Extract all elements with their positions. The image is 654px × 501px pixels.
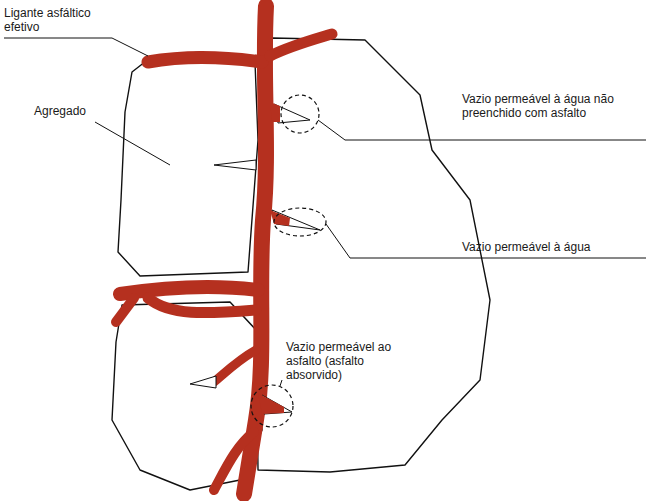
- dashed-highlight: [251, 385, 293, 427]
- part-label: Vazio permeável ao asfalto (asfalto abso…: [286, 340, 418, 382]
- absorbed-asphalt: [258, 393, 284, 414]
- leader-line: [326, 224, 646, 258]
- aggregate-top-left: [118, 52, 258, 276]
- part-label: Ligante asfáltico efetivo: [4, 6, 122, 34]
- part-label: Agregado: [34, 104, 114, 118]
- leader-line: [4, 38, 148, 56]
- asphalt-binder: [116, 6, 332, 494]
- part-label: Vazio permeável à água não preenchido co…: [462, 92, 632, 120]
- leader-line: [95, 122, 170, 165]
- leader-line: [318, 120, 646, 140]
- aggregate-right: [256, 38, 490, 472]
- absorbed-asphalt: [270, 210, 290, 226]
- void-bottom-left: [190, 376, 216, 388]
- part-label: Vazio permeável à água: [462, 240, 632, 254]
- dashed-highlight: [281, 95, 319, 133]
- aggregate-bottom-left: [112, 302, 262, 490]
- dashed-highlight: [274, 208, 326, 236]
- leader-line: [280, 380, 282, 386]
- absorbed-asphalt: [270, 102, 280, 122]
- void-left: [214, 160, 256, 170]
